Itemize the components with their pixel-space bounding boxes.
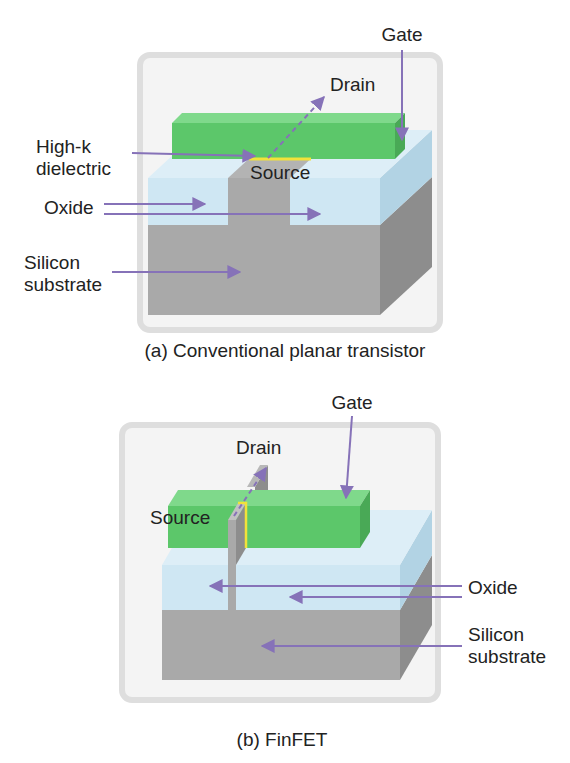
- oxide-front: [148, 178, 228, 225]
- gate-side: [360, 490, 370, 548]
- leader-line: [262, 645, 462, 647]
- leader-line: [346, 416, 352, 498]
- part-label: High-k dielectric: [36, 136, 136, 180]
- oxide-front: [236, 565, 400, 610]
- panel-frame: [140, 55, 440, 330]
- substrate-front: [148, 225, 380, 315]
- fin-base: [228, 565, 236, 610]
- leader-line: [104, 203, 205, 205]
- leader-line: [234, 468, 266, 516]
- leader-line: [132, 153, 255, 156]
- gate-top: [172, 113, 405, 123]
- gate-front: [172, 123, 395, 159]
- part-label: Drain: [330, 74, 400, 96]
- part-label: Source: [150, 507, 230, 529]
- gate-top: [168, 490, 370, 506]
- leader-line: [268, 97, 324, 158]
- part-label: Oxide: [44, 197, 104, 219]
- panel-caption: (a) Conventional planar transistor: [145, 340, 426, 362]
- part-label: Silicon substrate: [468, 624, 564, 668]
- panel-frame: [122, 425, 438, 700]
- part-label: Gate: [381, 24, 422, 46]
- fin-top: [228, 503, 246, 520]
- panel-caption: (b) FinFET: [237, 729, 328, 751]
- part-label: Oxide: [468, 577, 548, 599]
- part-label: Drain: [236, 437, 306, 459]
- leader-line: [290, 596, 462, 598]
- leader-line: [112, 271, 240, 273]
- leader-line: [210, 585, 462, 587]
- channel-front: [228, 178, 290, 225]
- high-k-layer: [249, 158, 311, 161]
- fin-front: [228, 520, 236, 565]
- oxide-front: [162, 565, 228, 610]
- leader-line: [104, 213, 320, 215]
- oxide-front: [290, 178, 380, 225]
- gate-side: [395, 113, 405, 159]
- leader-line: [401, 50, 403, 140]
- part-label: Silicon substrate: [24, 252, 118, 296]
- part-label: Gate: [331, 392, 372, 414]
- high-k-layer: [238, 503, 246, 548]
- part-label: Source: [250, 162, 330, 184]
